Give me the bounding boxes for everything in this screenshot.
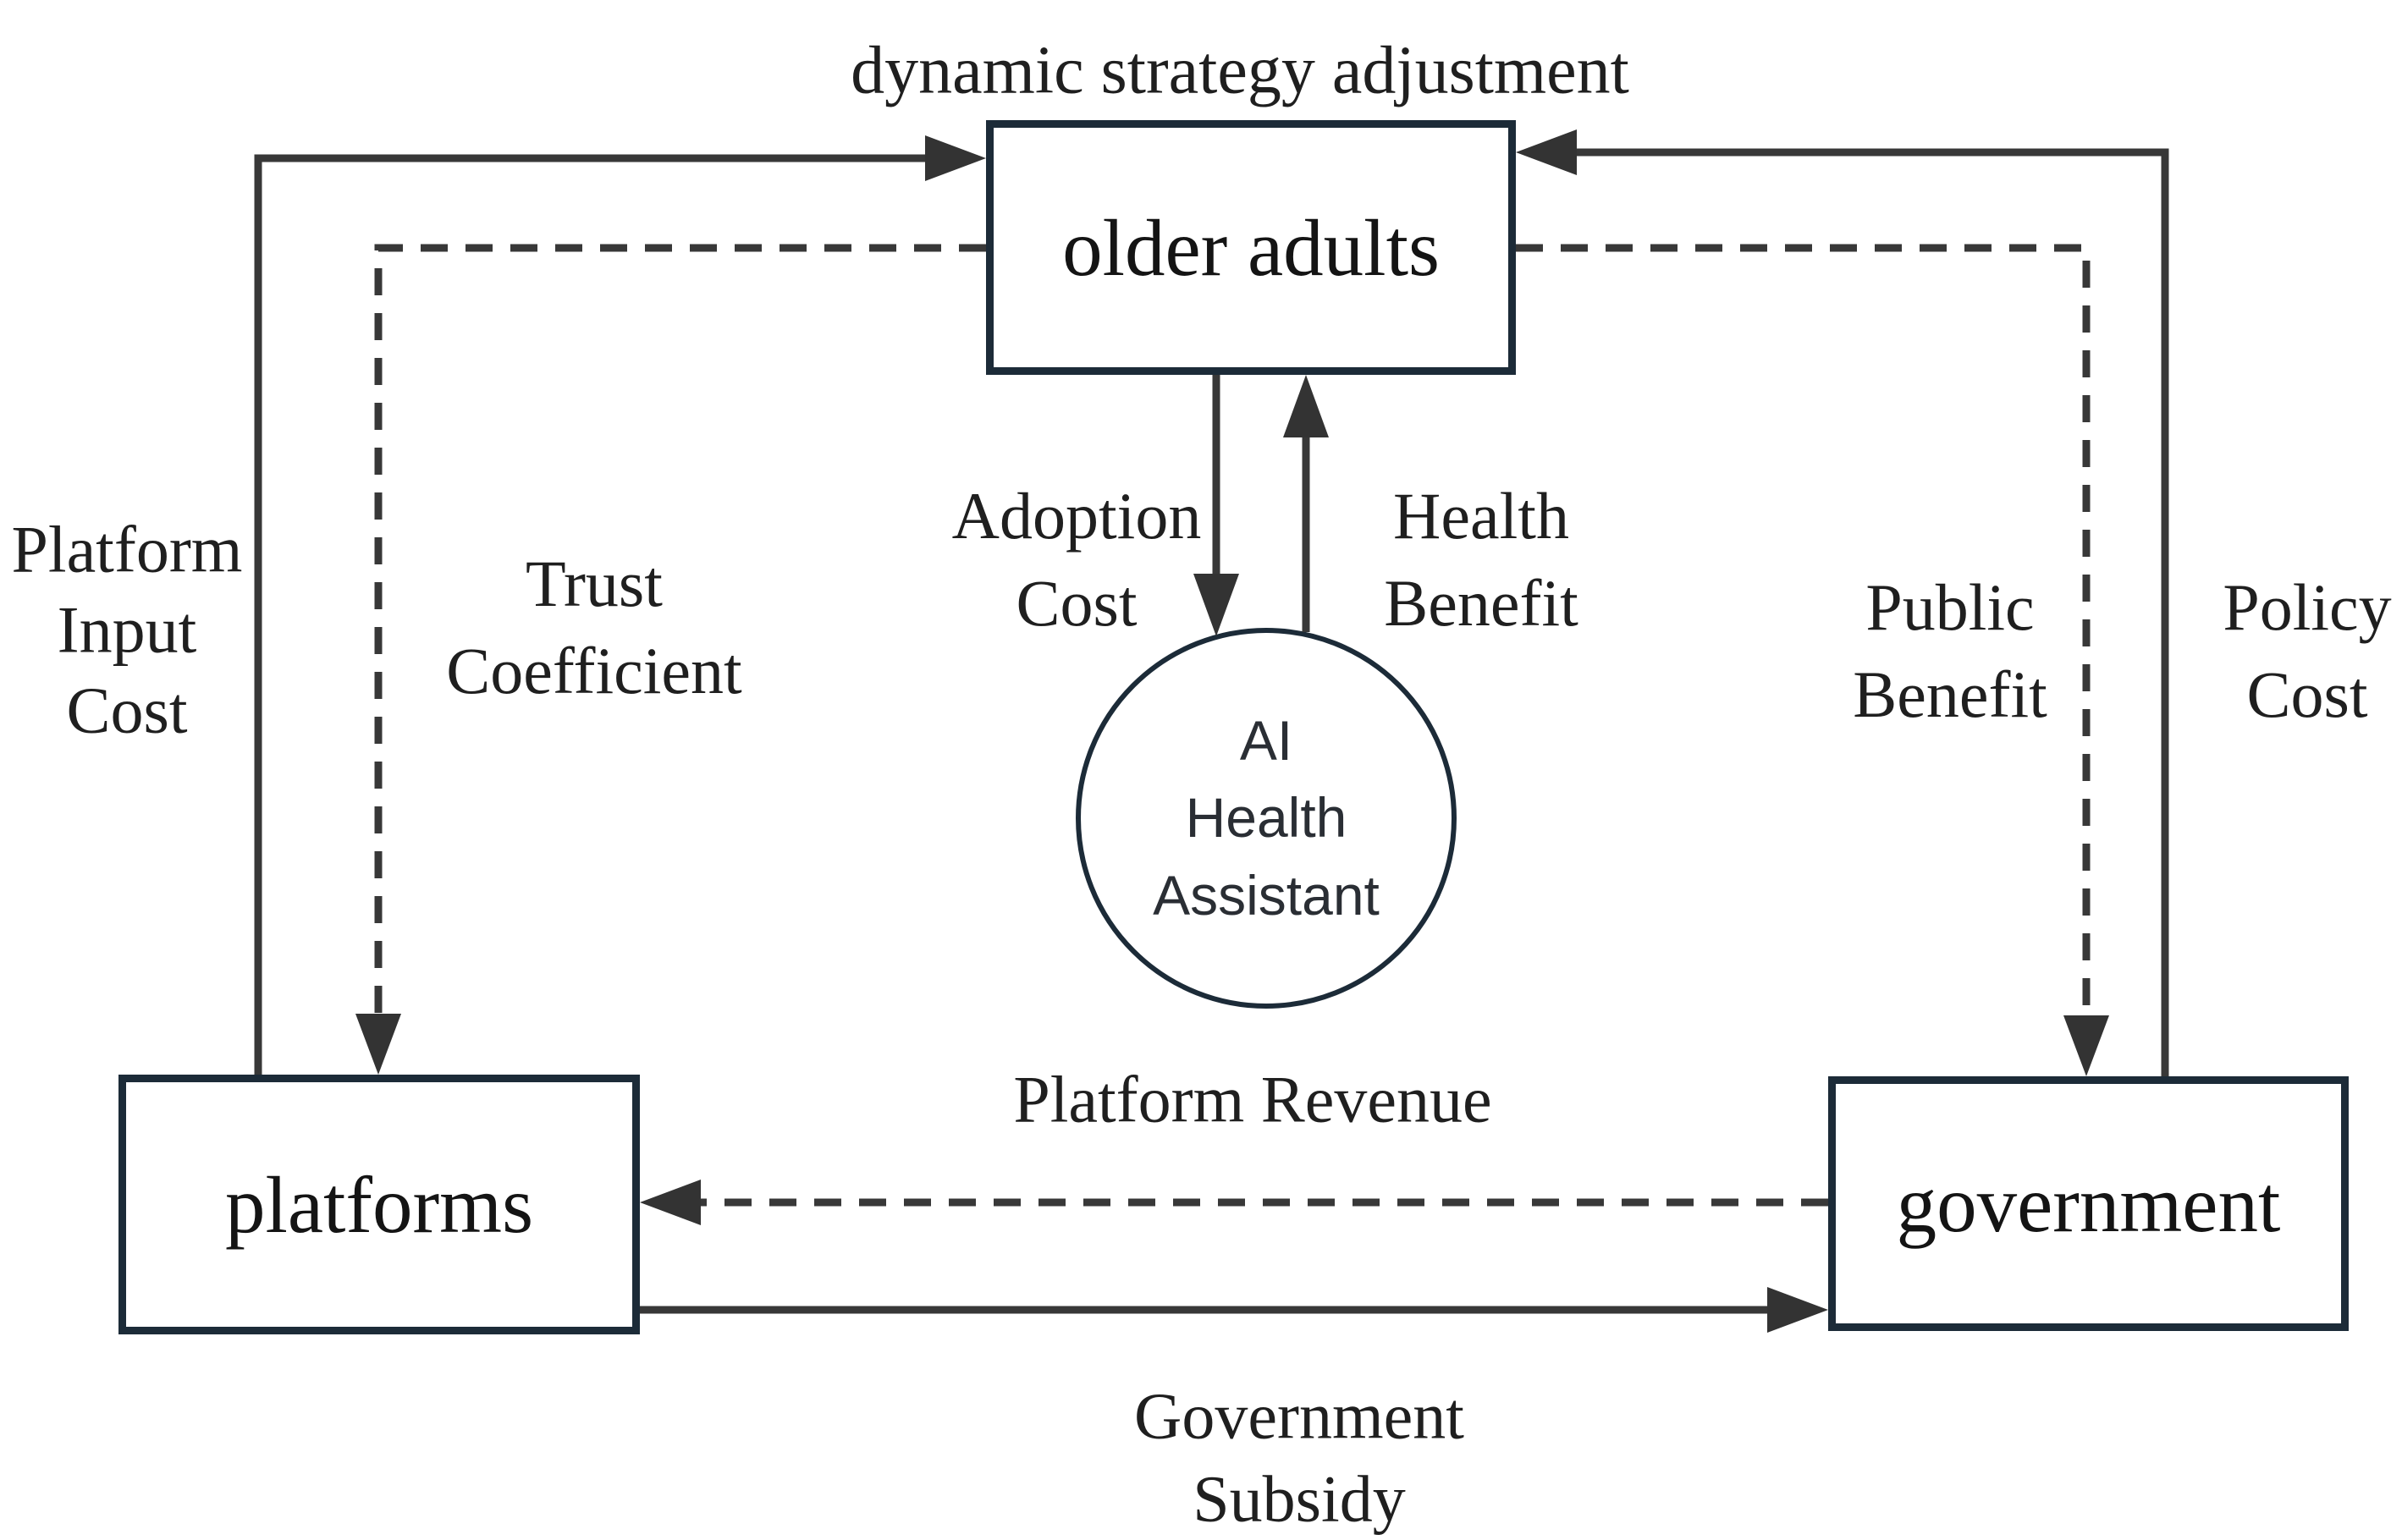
node-ai-health-assistant-label: AI Health Assistant (1153, 709, 1380, 927)
edge-health-benefit-arrowhead (1283, 375, 1329, 437)
edge-health-benefit-arrow (1283, 375, 1329, 632)
edge-label-policy-cost: Policy Cost (2223, 570, 2392, 731)
node-platforms-label: platforms (224, 1159, 534, 1250)
node-older-adults-label: older adults (1062, 202, 1440, 293)
edge-policy-cost-arrowhead (1516, 129, 1577, 175)
edge-government-subsidy-arrowhead (1767, 1287, 1828, 1333)
node-government: government (1828, 1076, 2349, 1331)
edge-label-platform-revenue: Platform Revenue (1013, 1062, 1492, 1136)
edge-label-adoption-cost: Adoption Cost (951, 479, 1202, 640)
diagram-title: dynamic strategy adjustment (851, 33, 1629, 108)
edge-label-health-benefit: Health Benefit (1384, 479, 1578, 640)
edge-public-benefit-arrowhead (2063, 1015, 2109, 1076)
edge-platform-revenue-arrow (640, 1180, 1828, 1225)
node-government-label: government (1896, 1158, 2281, 1249)
edge-government-subsidy-arrow (640, 1287, 1828, 1333)
edge-label-public-benefit: Public Benefit (1853, 570, 2047, 731)
edge-label-trust-coefficient: Trust Coefficient (446, 547, 742, 707)
node-platforms: platforms (118, 1075, 640, 1334)
edge-label-platform-input-cost: Platform Input Cost (11, 512, 243, 747)
edge-label-government-subsidy: Government Subsidy (1134, 1378, 1464, 1536)
edge-trust-coefficient-arrowhead (355, 1014, 401, 1075)
edge-platform-input-cost-arrowhead (925, 135, 986, 181)
node-older-adults: older adults (986, 120, 1516, 375)
node-ai-health-assistant: AI Health Assistant (1076, 628, 1457, 1009)
edge-platform-revenue-arrowhead (640, 1180, 701, 1225)
edge-policy-cost-arrow (1516, 129, 2169, 1076)
